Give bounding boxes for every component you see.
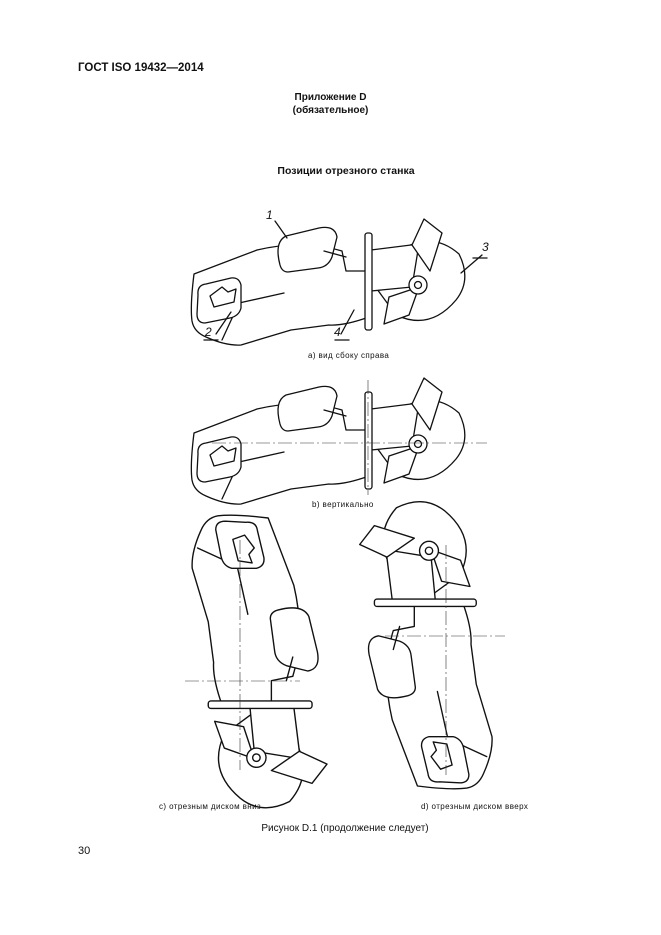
saw-disc-up-drawing: [359, 500, 505, 790]
subfigure-caption-b: b) вертикально: [312, 500, 374, 509]
callout-4: 4: [334, 325, 341, 339]
callout-1: 1: [266, 208, 273, 222]
subfigure-caption-d: d) отрезным диском вверх: [421, 802, 529, 811]
page-number: 30: [78, 845, 91, 857]
subfigure-caption-c: с) отрезным диском вниз: [159, 802, 262, 811]
section-title: Позиции отрезного станка: [277, 165, 415, 177]
subfigure-caption-a: а) вид сбоку справа: [308, 351, 390, 360]
callout-2: 2: [205, 325, 212, 339]
saw-disc-down-drawing: [185, 514, 328, 809]
document-header: ГОСТ ISO 19432—2014: [78, 62, 204, 74]
saw-vertical-drawing: [190, 377, 487, 505]
annex-subtitle: (обязательное): [292, 105, 369, 116]
annex-title: Приложение D: [294, 92, 367, 103]
callout-3: 3: [482, 240, 489, 254]
saw-side-view-drawing: [190, 218, 488, 346]
figure-caption: Рисунок D.1 (продолжение следует): [261, 823, 429, 834]
